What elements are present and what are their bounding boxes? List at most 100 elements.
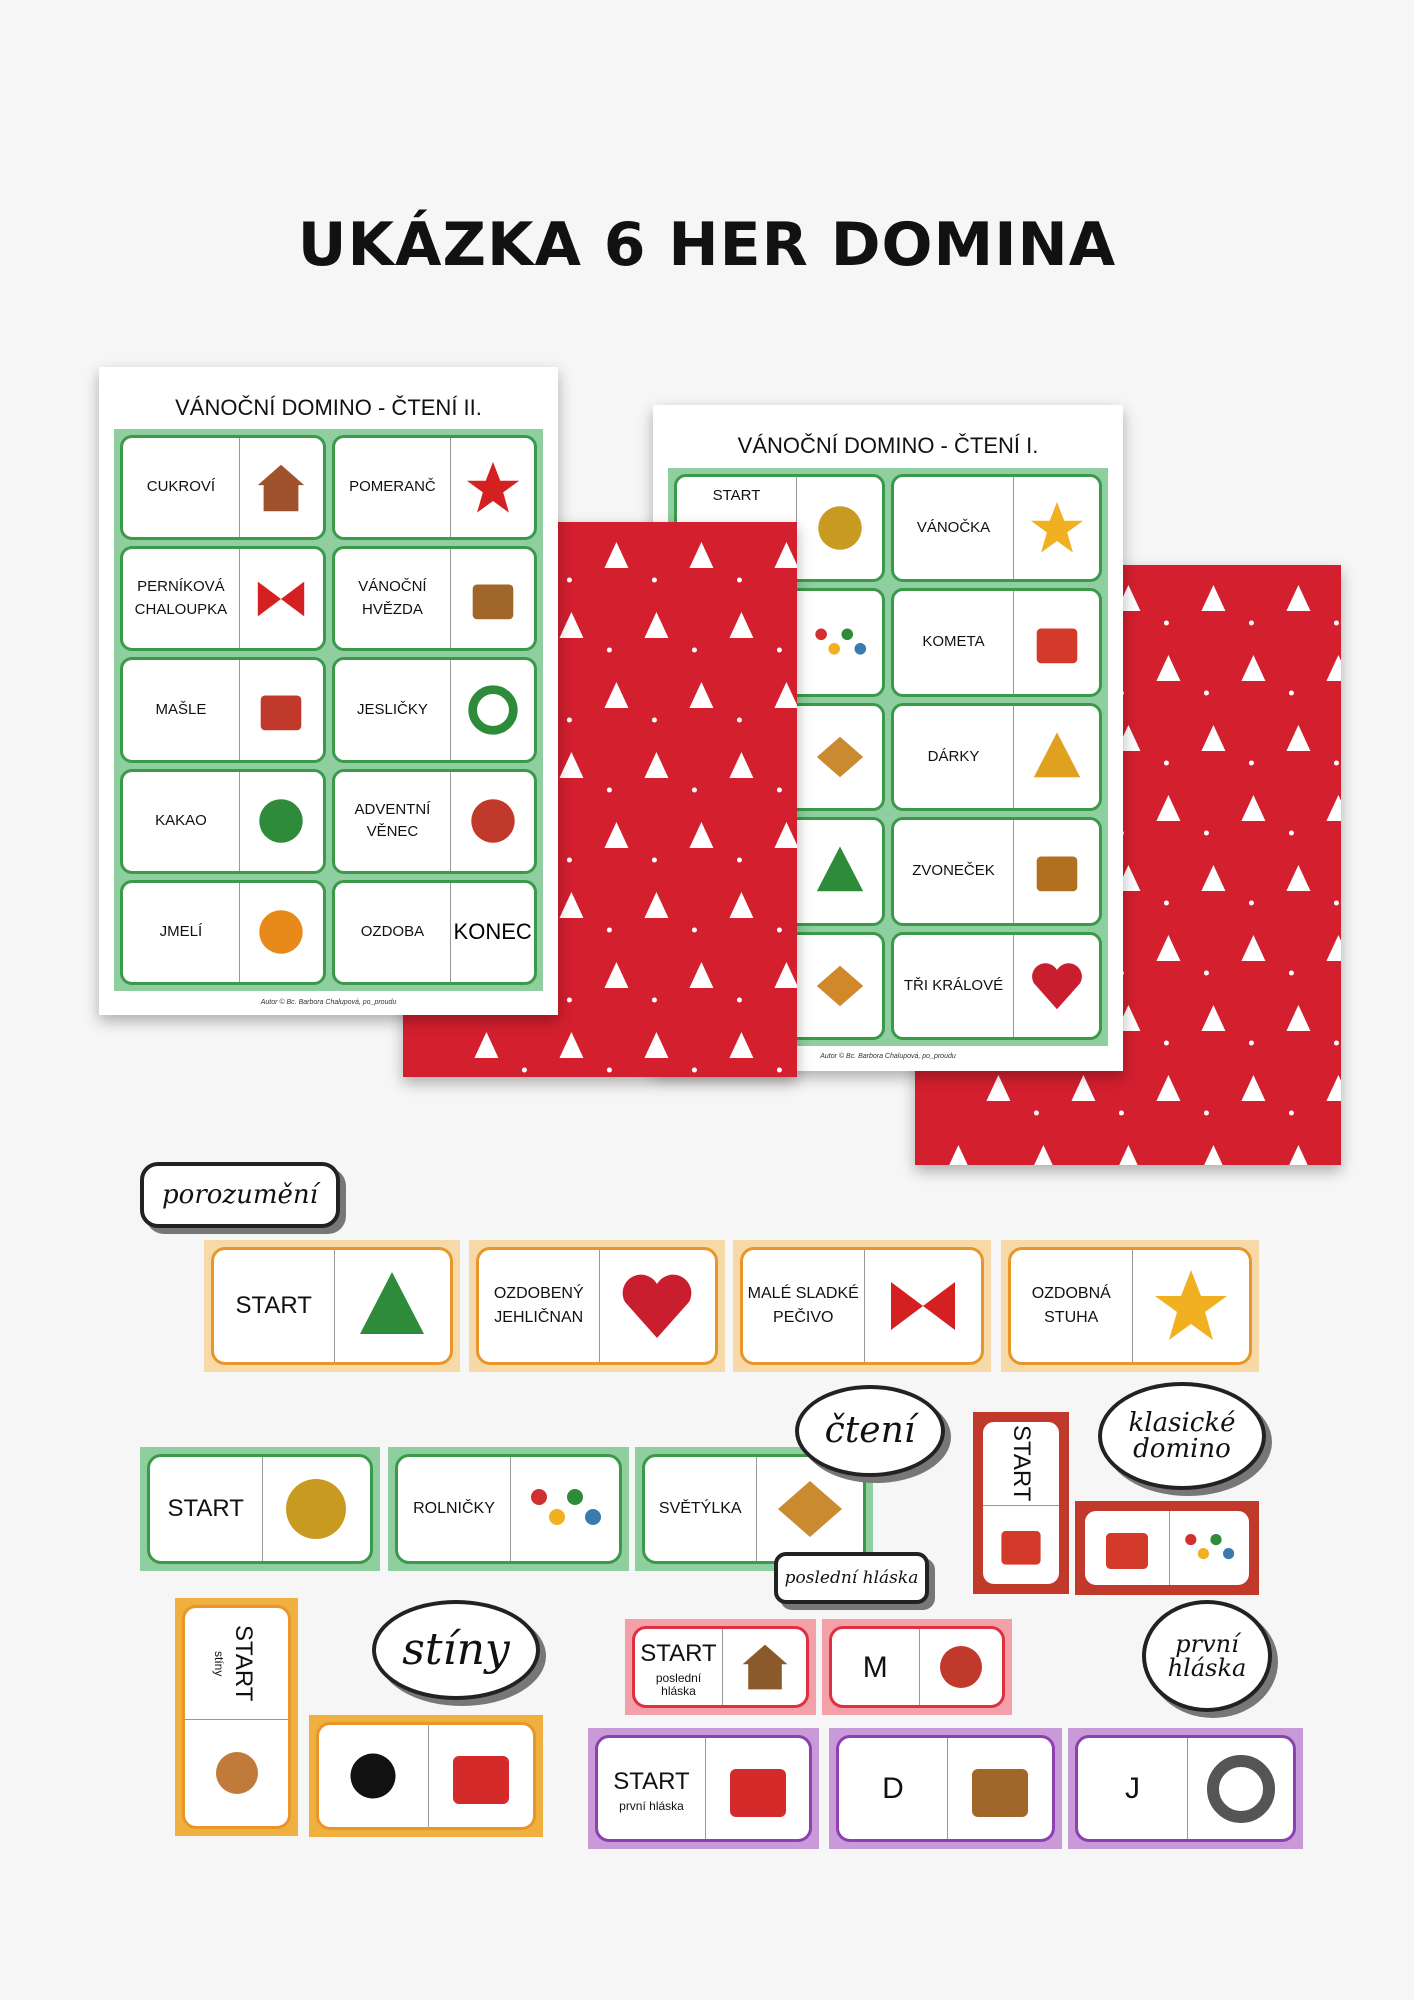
bow-icon — [890, 1282, 955, 1330]
shooting-star-icon — [1030, 502, 1083, 553]
tile-picture — [723, 1629, 806, 1705]
domino-picture — [797, 706, 882, 808]
tile-word: OZDOBENÝ JEHLIČNAN — [493, 1285, 584, 1326]
domino-card: VÁNOČKA — [891, 474, 1102, 583]
snowman-icon — [1206, 1754, 1275, 1823]
tree-icon — [644, 752, 669, 778]
author-credit: Autor © Bc. Barbora Chalupová, po_proudu — [820, 1053, 956, 1060]
domino-word: TŘI KRÁLOVÉ — [894, 934, 1014, 1037]
star-icon — [1203, 830, 1209, 836]
tree-icon — [559, 892, 584, 918]
domino-card: DÁRKY — [891, 702, 1102, 812]
tree-icon — [474, 1032, 499, 1058]
domino-picture — [1014, 477, 1099, 579]
tree-icon — [559, 1032, 584, 1058]
tree-icon — [1241, 935, 1266, 961]
heart-cookie-icon — [622, 1274, 692, 1338]
tree-icon — [1241, 795, 1266, 821]
domino-picture: KONEC — [453, 919, 532, 945]
star-icon — [776, 647, 782, 653]
tree-icon — [774, 962, 797, 988]
tile-face: START — [980, 1419, 1062, 1587]
tree-icon — [644, 1032, 669, 1058]
domino-word: JESLIČKY — [335, 660, 452, 760]
tile-text: OZDOBENÝ JEHLIČNAN — [479, 1250, 600, 1362]
star-icon — [1248, 620, 1254, 626]
string-lights-icon — [814, 628, 866, 655]
tree-icon — [1119, 1145, 1138, 1165]
manger-icon — [472, 584, 513, 620]
tile-picture — [920, 1629, 1003, 1705]
three-kings-icon — [1036, 856, 1077, 892]
tile-face: D — [836, 1735, 1055, 1842]
string-lights-icon — [531, 1489, 601, 1525]
domino-picture — [1014, 820, 1099, 922]
tile-face: MALÉ SLADKÉ PEČIVO — [740, 1247, 984, 1365]
star-icon — [736, 717, 742, 723]
star-icon — [736, 577, 742, 583]
sheet-title: VÁNOČNÍ DOMINO - ČTENÍ I. — [737, 433, 1039, 458]
domino-tile-stiny — [309, 1715, 543, 1837]
domino-picture — [797, 935, 882, 1037]
gingerbread-man-icon — [215, 1751, 258, 1794]
star-icon — [1248, 1040, 1254, 1046]
speech-bubble-klasicke: klasické domino — [1098, 1382, 1266, 1490]
star-icon — [1033, 1110, 1039, 1116]
star-icon — [651, 997, 657, 1003]
orange-slice-icon — [259, 910, 303, 955]
tile-word: D — [882, 1772, 904, 1805]
tile-text: START — [214, 1250, 335, 1362]
gifts-icon — [1036, 628, 1077, 663]
tile-picture — [1188, 1738, 1293, 1839]
tile-picture — [1085, 1511, 1170, 1585]
domino-picture — [451, 438, 534, 537]
domino-tile-porozumeni: OZDOBNÁ STUHA — [1001, 1240, 1259, 1372]
star-icon — [1163, 900, 1169, 906]
star-icon — [606, 647, 612, 653]
domino-tile-porozumeni: OZDOBENÝ JEHLIČNAN — [469, 1240, 725, 1372]
star-icon — [566, 717, 572, 723]
domino-picture — [451, 660, 534, 759]
domino-tile-prvni: J — [1068, 1728, 1303, 1849]
tree-icon — [1201, 585, 1226, 611]
domino-word: VÁNOČNÍ HVĚZDA — [335, 549, 452, 649]
tile-face: OZDOBNÁ STUHA — [1008, 1247, 1252, 1365]
poinsettia-icon — [466, 461, 519, 513]
star-icon — [521, 1067, 527, 1073]
star-icon — [776, 927, 782, 933]
domino-tile-klasicke — [1075, 1501, 1259, 1595]
domino-picture — [240, 549, 323, 648]
tile-text: SVĚTÝLKA — [645, 1457, 757, 1561]
domino-word: JMELÍ — [123, 882, 240, 982]
star-icon — [1288, 690, 1294, 696]
domino-tile-porozumeni: MALÉ SLADKÉ PEČIVO — [733, 1240, 991, 1372]
domino-word: DÁRKY — [894, 705, 1014, 809]
star-icon — [1203, 970, 1209, 976]
domino-picture — [797, 591, 882, 693]
tree-icon — [689, 822, 714, 848]
gingerbread-house-icon — [257, 464, 305, 511]
domino-picture — [797, 477, 882, 579]
tile-word: OZDOBNÁ STUHA — [1031, 1285, 1111, 1326]
tile-word: ROLNIČKY — [413, 1500, 495, 1517]
gifts-icon — [1001, 1530, 1041, 1565]
tile-face: START — [211, 1247, 453, 1365]
domino-card: JMELÍ — [120, 879, 326, 985]
tree-icon — [689, 682, 714, 708]
domino-card: PERNÍKOVÁ CHALOUPKA — [120, 546, 326, 652]
star-icon — [691, 1067, 697, 1073]
tile-text: MALÉ SLADKÉ PEČIVO — [743, 1250, 865, 1362]
manger-icon — [972, 1768, 1028, 1817]
tree-icon — [774, 822, 797, 848]
tile-face: M — [829, 1626, 1005, 1708]
domino-tile-cteni: START — [140, 1447, 380, 1571]
star-icon — [1248, 900, 1254, 906]
tile-word: START — [613, 1767, 690, 1795]
tile-picture — [263, 1457, 371, 1561]
